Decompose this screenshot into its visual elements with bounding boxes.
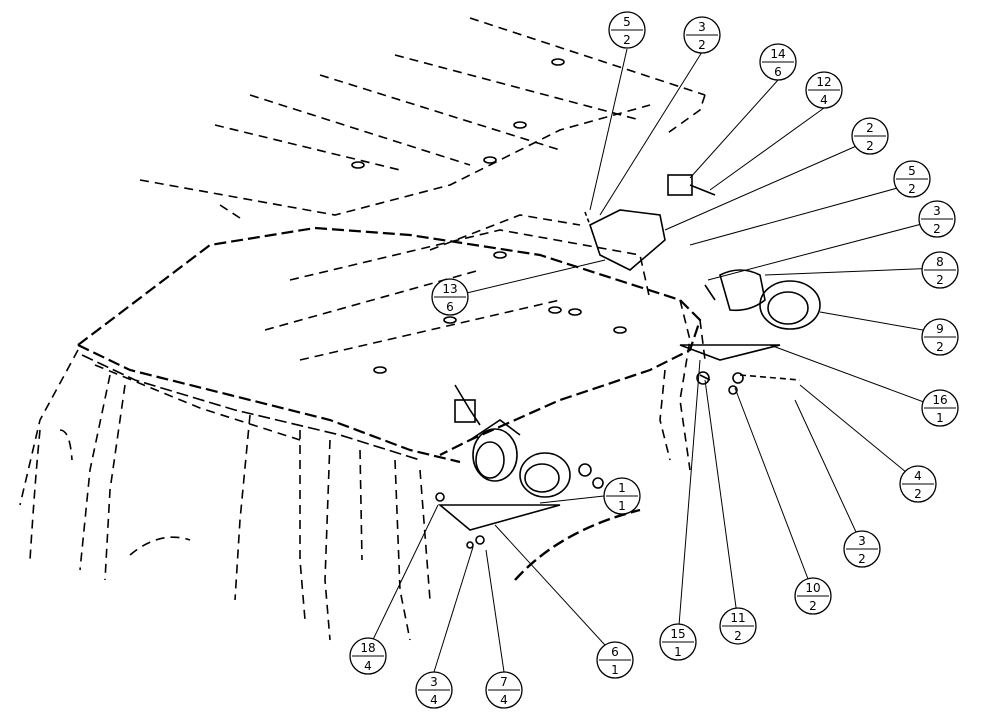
left-work-lamp-assembly bbox=[435, 384, 604, 549]
callout-c-13-6: 136 bbox=[431, 278, 469, 316]
callout-c-8-2: 82 bbox=[921, 251, 959, 289]
callout-c-11-2: 112 bbox=[719, 607, 757, 645]
callout-part-number: 3 bbox=[933, 204, 941, 218]
callout-part-number: 4 bbox=[914, 469, 922, 483]
callout-part-number: 12 bbox=[816, 75, 831, 89]
callout-c-2-2: 22 bbox=[851, 117, 889, 155]
callout-c-4-2: 42 bbox=[899, 465, 937, 503]
callout-part-number: 18 bbox=[360, 641, 375, 655]
callout-balloons: 5232146124225232829216142321021121516174… bbox=[349, 11, 959, 709]
callout-quantity: 2 bbox=[623, 33, 631, 47]
callout-c-5-2-b: 52 bbox=[893, 160, 931, 198]
callout-c-1-1: 11 bbox=[603, 477, 641, 515]
callout-quantity: 2 bbox=[866, 139, 874, 153]
callout-part-number: 9 bbox=[936, 322, 944, 336]
callout-quantity: 2 bbox=[858, 552, 866, 566]
callout-part-number: 5 bbox=[908, 164, 916, 178]
callout-part-number: 1 bbox=[618, 481, 626, 495]
callout-quantity: 2 bbox=[734, 629, 742, 643]
callout-part-number: 13 bbox=[442, 282, 457, 296]
callout-c-10-2: 102 bbox=[794, 577, 832, 615]
callout-part-number: 16 bbox=[932, 393, 947, 407]
callout-part-number: 11 bbox=[730, 611, 745, 625]
callout-c-18-4: 184 bbox=[349, 637, 387, 675]
callout-quantity: 1 bbox=[936, 411, 944, 425]
callout-quantity: 2 bbox=[933, 222, 941, 236]
callout-c-9-2: 92 bbox=[921, 318, 959, 356]
callout-part-number: 8 bbox=[936, 255, 944, 269]
callout-part-number: 7 bbox=[500, 675, 508, 689]
callout-part-number: 10 bbox=[805, 581, 820, 595]
callout-part-number: 3 bbox=[858, 534, 866, 548]
leader-lines bbox=[367, 48, 941, 673]
callout-c-3-2-b: 32 bbox=[918, 200, 956, 238]
callout-part-number: 3 bbox=[430, 675, 438, 689]
cab-roof-outline bbox=[19, 17, 706, 641]
callout-c-14-6: 146 bbox=[759, 43, 797, 81]
callout-quantity: 1 bbox=[674, 645, 682, 659]
callout-quantity: 2 bbox=[936, 273, 944, 287]
callout-quantity: 6 bbox=[774, 65, 782, 79]
callout-part-number: 14 bbox=[770, 47, 785, 61]
callout-c-12-4: 124 bbox=[805, 71, 843, 109]
callout-quantity: 4 bbox=[364, 659, 372, 673]
right-work-lamp-assembly bbox=[679, 269, 821, 395]
callout-c-5-2-a: 52 bbox=[608, 11, 646, 49]
callout-c-3-2-c: 32 bbox=[843, 530, 881, 568]
callout-quantity: 2 bbox=[936, 340, 944, 354]
callout-c-16-1: 161 bbox=[921, 389, 959, 427]
callout-part-number: 15 bbox=[670, 627, 685, 641]
bracket-assembly bbox=[584, 174, 716, 271]
callout-part-number: 2 bbox=[866, 121, 874, 135]
callout-quantity: 6 bbox=[446, 300, 454, 314]
callout-quantity: 4 bbox=[820, 93, 828, 107]
callout-quantity: 2 bbox=[908, 182, 916, 196]
callout-c-6-1: 61 bbox=[596, 641, 634, 679]
callout-quantity: 4 bbox=[430, 693, 438, 707]
callout-quantity: 2 bbox=[698, 38, 706, 52]
callout-part-number: 6 bbox=[611, 645, 619, 659]
callout-c-15-1: 151 bbox=[659, 623, 697, 661]
callout-c-7-4: 74 bbox=[485, 671, 523, 709]
callout-c-3-2-a: 32 bbox=[683, 16, 721, 54]
callout-quantity: 2 bbox=[914, 487, 922, 501]
callout-quantity: 2 bbox=[809, 599, 817, 613]
callout-part-number: 5 bbox=[623, 15, 631, 29]
callout-quantity: 1 bbox=[618, 499, 626, 513]
callout-c-3-4: 34 bbox=[415, 671, 453, 709]
callout-quantity: 4 bbox=[500, 693, 508, 707]
callout-part-number: 3 bbox=[698, 20, 706, 34]
callout-quantity: 1 bbox=[611, 663, 619, 677]
